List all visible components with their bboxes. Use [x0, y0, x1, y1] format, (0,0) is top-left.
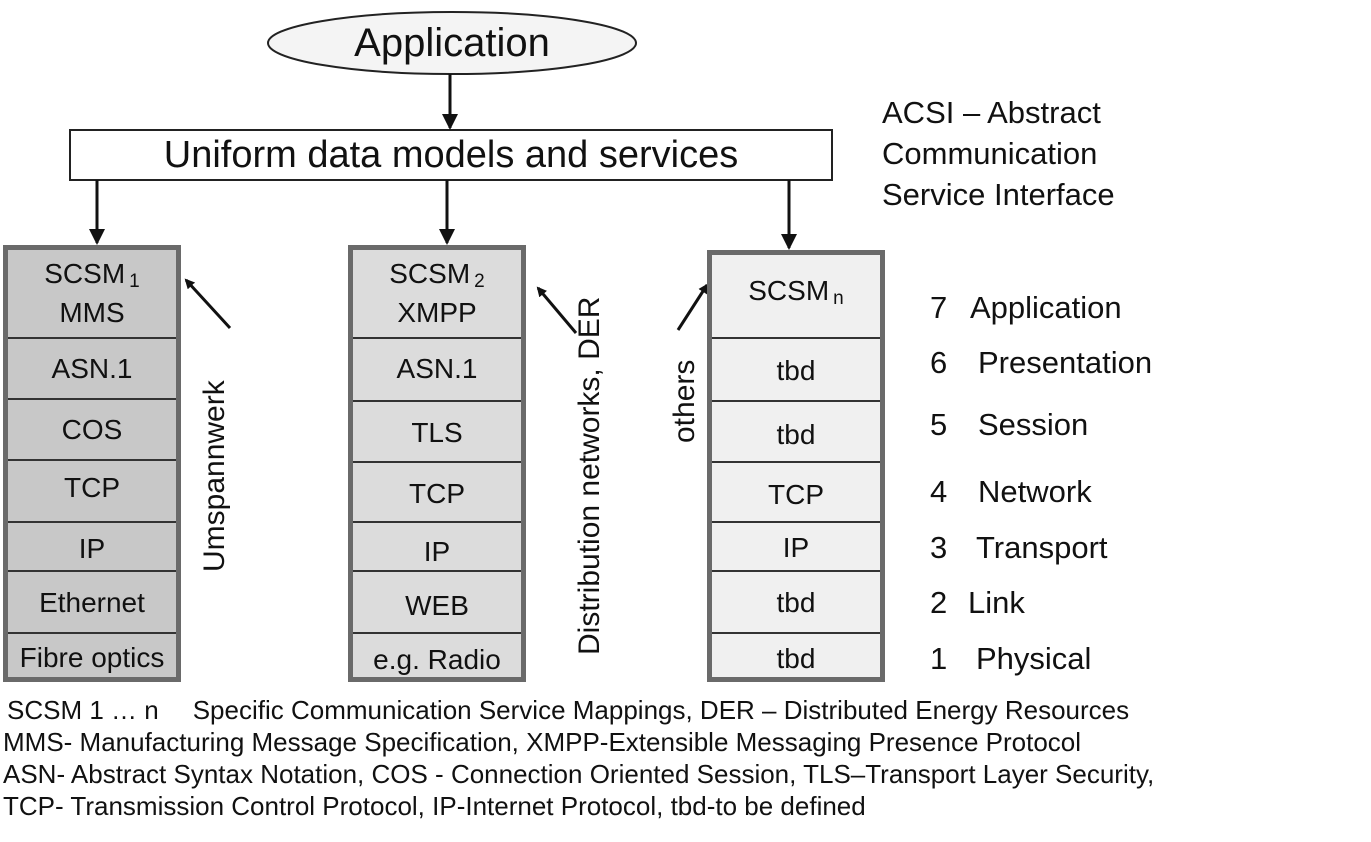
- stack1-scsm-sub: 1: [129, 270, 140, 292]
- legend-line-4: TCP- Transmission Control Protocol, IP-I…: [3, 791, 866, 821]
- stack1-layer: IP: [78, 532, 106, 564]
- uniform-models-label: Uniform data models and services: [163, 133, 739, 176]
- acsi-description: ACSI – Abstract Communication Service In…: [882, 92, 1115, 215]
- divider: [8, 337, 176, 339]
- osi-layer-number: 1: [930, 641, 948, 676]
- application-ellipse: [267, 11, 637, 75]
- osi-layer-number: 4: [930, 474, 948, 509]
- osi-layer: 7 Application: [930, 290, 1122, 326]
- divider: [712, 400, 880, 402]
- application-label: Application: [354, 20, 550, 65]
- divider: [8, 570, 176, 572]
- divider: [353, 461, 521, 463]
- stack2-layer: TLS: [411, 416, 463, 448]
- divider: [353, 337, 521, 339]
- osi-layer-name: Transport: [976, 530, 1108, 565]
- stack1-layer: COS: [61, 413, 123, 445]
- legend-line-1: SCSM 1 … n Specific Communication Service…: [3, 694, 1154, 726]
- legend-term: SCSM 1 … n: [7, 695, 159, 725]
- pointer-others: [676, 283, 709, 331]
- stack1-layer: Fibre optics: [19, 641, 165, 673]
- osi-layer: 5 Session: [930, 407, 1088, 443]
- osi-layer: 1 Physical: [930, 641, 1091, 677]
- osi-layer-number: 6: [930, 345, 948, 380]
- osi-layer-name: Application: [970, 290, 1122, 325]
- divider: [712, 337, 880, 339]
- acsi-line-3: Service Interface: [882, 177, 1115, 212]
- divider: [353, 632, 521, 634]
- osi-layer: 3 Transport: [930, 530, 1108, 566]
- stack3-scsm: SCSM: [748, 274, 830, 306]
- stack1-layer: ASN.1: [51, 352, 133, 384]
- abbreviation-legend: SCSM 1 … n Specific Communication Service…: [3, 694, 1154, 822]
- osi-layer: 4 Network: [930, 474, 1092, 510]
- stack3-layer: tbd: [776, 642, 816, 674]
- divider: [353, 400, 521, 402]
- uniform-box: [69, 129, 833, 181]
- distribution-networks-label: Distribution networks, DER: [573, 296, 606, 655]
- stack1-layer: TCP: [64, 471, 120, 503]
- stack2-layer: WEB: [405, 589, 469, 621]
- umspannwerk-label: Umspannwerk: [198, 380, 231, 572]
- stack3-layer: tbd: [776, 586, 816, 618]
- osi-layer: 6 Presentation: [930, 345, 1152, 381]
- stack3-layer: TCP: [768, 478, 824, 510]
- osi-layer-number: 2: [930, 585, 948, 620]
- divider: [8, 398, 176, 400]
- stack2-scsm: SCSM: [389, 257, 471, 289]
- acsi-line-1: ACSI – Abstract: [882, 95, 1101, 130]
- osi-layer: 2 Link: [930, 585, 1025, 621]
- stack2-layer: TCP: [409, 477, 465, 509]
- stack1-scsm: SCSM: [44, 257, 126, 289]
- osi-layer-number: 3: [930, 530, 948, 565]
- legend-line-3: ASN- Abstract Syntax Notation, COS - Con…: [3, 759, 1155, 789]
- stack2-layer: ASN.1: [396, 352, 478, 384]
- stack3-layer: tbd: [776, 354, 816, 386]
- osi-layer-number: 7: [930, 290, 948, 325]
- stack2-scsm-sub: 2: [474, 270, 485, 292]
- osi-layer-name: Presentation: [978, 345, 1153, 380]
- stack3-layer: tbd: [776, 418, 816, 450]
- divider: [712, 461, 880, 463]
- divider: [712, 521, 880, 523]
- pointer-umspannwerk: [184, 278, 232, 330]
- acsi-line-2: Communication: [882, 136, 1098, 171]
- osi-layer-number: 5: [930, 407, 948, 442]
- divider: [712, 632, 880, 634]
- divider: [712, 570, 880, 572]
- osi-layer-name: Network: [978, 474, 1092, 509]
- legend-line-2: MMS- Manufacturing Message Specification…: [3, 727, 1082, 757]
- osi-layer-name: Session: [978, 407, 1089, 442]
- stack3-scsm-sub: n: [833, 287, 844, 309]
- stack1-protocol: MMS: [59, 296, 125, 328]
- divider: [353, 521, 521, 523]
- divider: [8, 521, 176, 523]
- divider: [8, 632, 176, 634]
- others-label: others: [668, 359, 701, 443]
- stack1-layer: Ethernet: [39, 586, 145, 618]
- osi-layer-name: Link: [968, 585, 1025, 620]
- divider: [353, 570, 521, 572]
- stack2-layer: IP: [423, 535, 451, 567]
- divider: [8, 459, 176, 461]
- stack2-layer: e.g. Radio: [373, 643, 501, 675]
- osi-layer-name: Physical: [976, 641, 1092, 676]
- stack3-layer: IP: [782, 531, 810, 563]
- legend-definition: Specific Communication Service Mappings,…: [192, 695, 1130, 725]
- stack2-protocol: XMPP: [397, 296, 477, 328]
- pointer-distribution: [536, 286, 578, 334]
